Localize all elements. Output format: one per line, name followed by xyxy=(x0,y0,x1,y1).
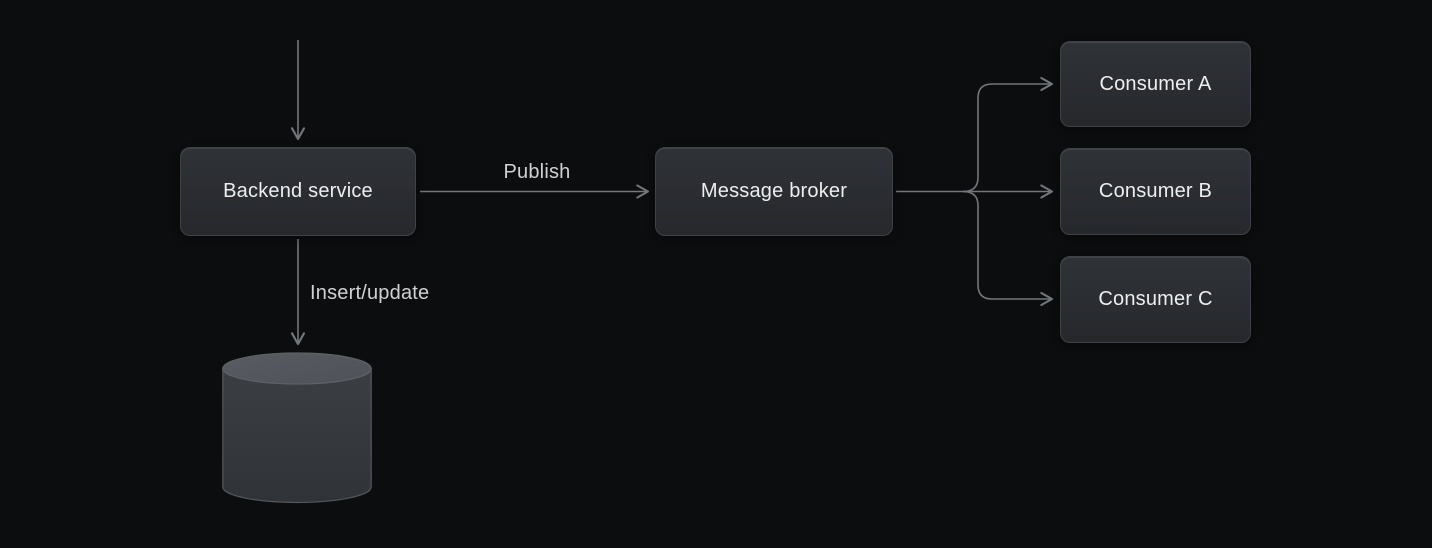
node-consumer-a: Consumer A xyxy=(1060,41,1251,127)
edge-broker-to-consumer-c xyxy=(962,190,1054,307)
edge-label-publish: Publish xyxy=(503,161,571,183)
node-consumer-b: Consumer B xyxy=(1060,148,1251,235)
node-message-broker: Message broker xyxy=(655,147,893,236)
edge-broker-to-consumer-a xyxy=(962,76,1054,193)
node-consumer-c: Consumer C xyxy=(1060,256,1251,343)
node-consumer-c-label: Consumer C xyxy=(1098,288,1213,310)
node-consumer-b-label: Consumer B xyxy=(1098,180,1213,202)
node-backend-service: Backend service xyxy=(180,147,416,236)
database-cylinder-icon xyxy=(222,352,372,504)
node-backend-service-label: Backend service xyxy=(223,180,373,202)
edge-label-insert-update: Insert/update xyxy=(310,282,430,304)
node-consumer-a-label: Consumer A xyxy=(1099,72,1212,95)
node-message-broker-label: Message broker xyxy=(700,180,848,202)
